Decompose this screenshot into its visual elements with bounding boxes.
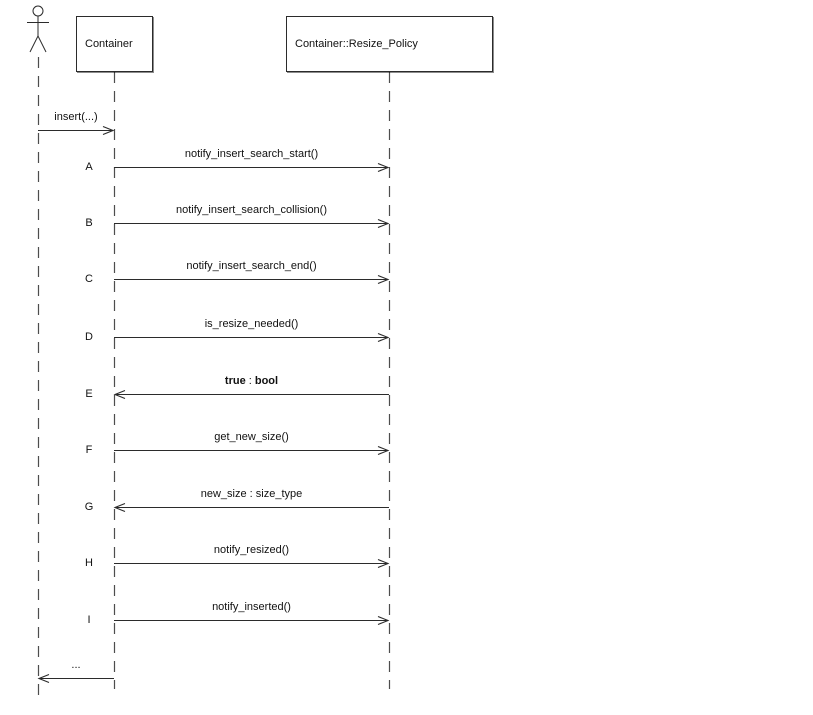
- message-arrowhead-B: [377, 218, 390, 229]
- message-arrowhead-C: [377, 274, 390, 285]
- message-arrowhead-D: [377, 332, 390, 343]
- message-label-G: new_size : size_type: [200, 488, 303, 500]
- message-arrowhead-H: [377, 558, 390, 569]
- message-label-D: is_resize_needed(): [204, 318, 299, 330]
- message-arrowhead-0: [102, 125, 115, 136]
- message-label-part: :: [245, 375, 255, 387]
- message-letter-E: E: [85, 388, 93, 400]
- actor-head: [32, 5, 44, 17]
- message-label-A: notify_insert_search_start(): [184, 148, 319, 160]
- message-label-I: notify_inserted(): [212, 601, 291, 613]
- message-arrowhead-G: [113, 502, 126, 513]
- message-label-F: get_new_size(): [214, 431, 289, 443]
- actor-leg-right: [37, 35, 47, 53]
- message-label-part: bool: [254, 375, 279, 387]
- message-letter-A: A: [85, 161, 93, 173]
- message-label-E: true : bool: [225, 374, 278, 388]
- actor-leg-left: [29, 35, 39, 53]
- participant-label-resize-policy: Container::Resize_Policy: [295, 38, 418, 50]
- message-label-10: ...: [71, 659, 81, 671]
- message-letter-H: H: [85, 557, 93, 569]
- message-label-B: notify_insert_search_collision(): [175, 204, 328, 216]
- message-letter-G: G: [84, 501, 94, 513]
- message-arrowhead-A: [377, 162, 390, 173]
- message-arrowhead-E: [113, 389, 126, 400]
- message-letter-C: C: [85, 273, 93, 285]
- message-arrowhead-I: [377, 615, 390, 626]
- message-letter-F: F: [85, 444, 93, 456]
- message-label-0: insert(...): [54, 111, 98, 123]
- participant-box-container: Container: [76, 16, 153, 72]
- message-letter-B: B: [85, 217, 93, 229]
- message-letter-D: D: [85, 331, 93, 343]
- message-arrowhead-F: [377, 445, 390, 456]
- participant-box-resize-policy: Container::Resize_Policy: [286, 16, 493, 72]
- message-label-H: notify_resized(): [213, 544, 290, 556]
- participant-label-container: Container: [85, 38, 133, 50]
- message-arrowhead-10: [37, 673, 50, 684]
- message-label-part: true: [224, 375, 246, 387]
- message-letter-I: I: [87, 614, 91, 626]
- message-label-C: notify_insert_search_end(): [186, 260, 317, 272]
